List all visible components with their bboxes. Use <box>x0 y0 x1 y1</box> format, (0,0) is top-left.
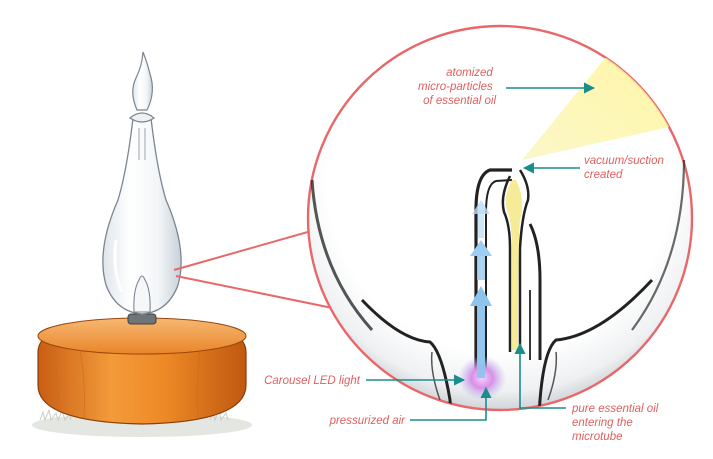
air-arrow <box>470 200 492 378</box>
label-air: pressurized air <box>329 415 407 427</box>
label-oil: pure essential oil entering the microtub… <box>571 403 662 443</box>
label-atomized: atomized micro-particles of essential oi… <box>418 67 496 107</box>
label-led: Carousel LED light <box>264 375 361 387</box>
glass-nebulizer <box>102 51 182 325</box>
label-vacuum: vacuum/suction created <box>584 155 667 181</box>
wooden-base <box>32 317 252 437</box>
arrow-air <box>410 386 492 421</box>
labels: atomized micro-particles of essential oi… <box>264 67 667 443</box>
callout-arrows <box>366 82 596 421</box>
arrow-oil <box>514 342 566 409</box>
